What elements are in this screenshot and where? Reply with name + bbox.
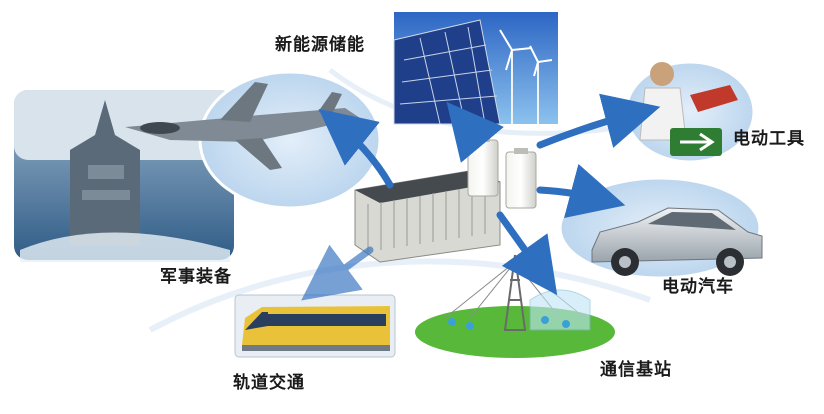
flow-arrows [301, 93, 661, 301]
label-electric-vehicle: 电动汽车 [662, 277, 734, 297]
rail-transit-image [234, 294, 396, 358]
arrow-to-military [318, 108, 394, 189]
telecom-station-image [415, 254, 615, 358]
arrow-to-energy [446, 101, 504, 163]
label-power-tools: 电动工具 [733, 129, 805, 149]
arrow-to-tools [536, 93, 661, 149]
solar-wind-image [393, 12, 558, 125]
arrow-to-car [536, 163, 626, 219]
fighter-jet-image [125, 82, 360, 170]
arrow-to-rail [301, 244, 374, 301]
label-energy-storage: 新能源储能 [275, 35, 365, 55]
label-rail-transit: 轨道交通 [233, 373, 305, 393]
battery-pack-image [354, 136, 537, 263]
electric-car-image [591, 207, 763, 276]
label-telecom-station: 通信基站 [600, 360, 672, 380]
label-military-equipment: 军事装备 [160, 267, 232, 287]
military-equipment-image [14, 90, 234, 262]
arrow-to-telecom [496, 211, 558, 296]
